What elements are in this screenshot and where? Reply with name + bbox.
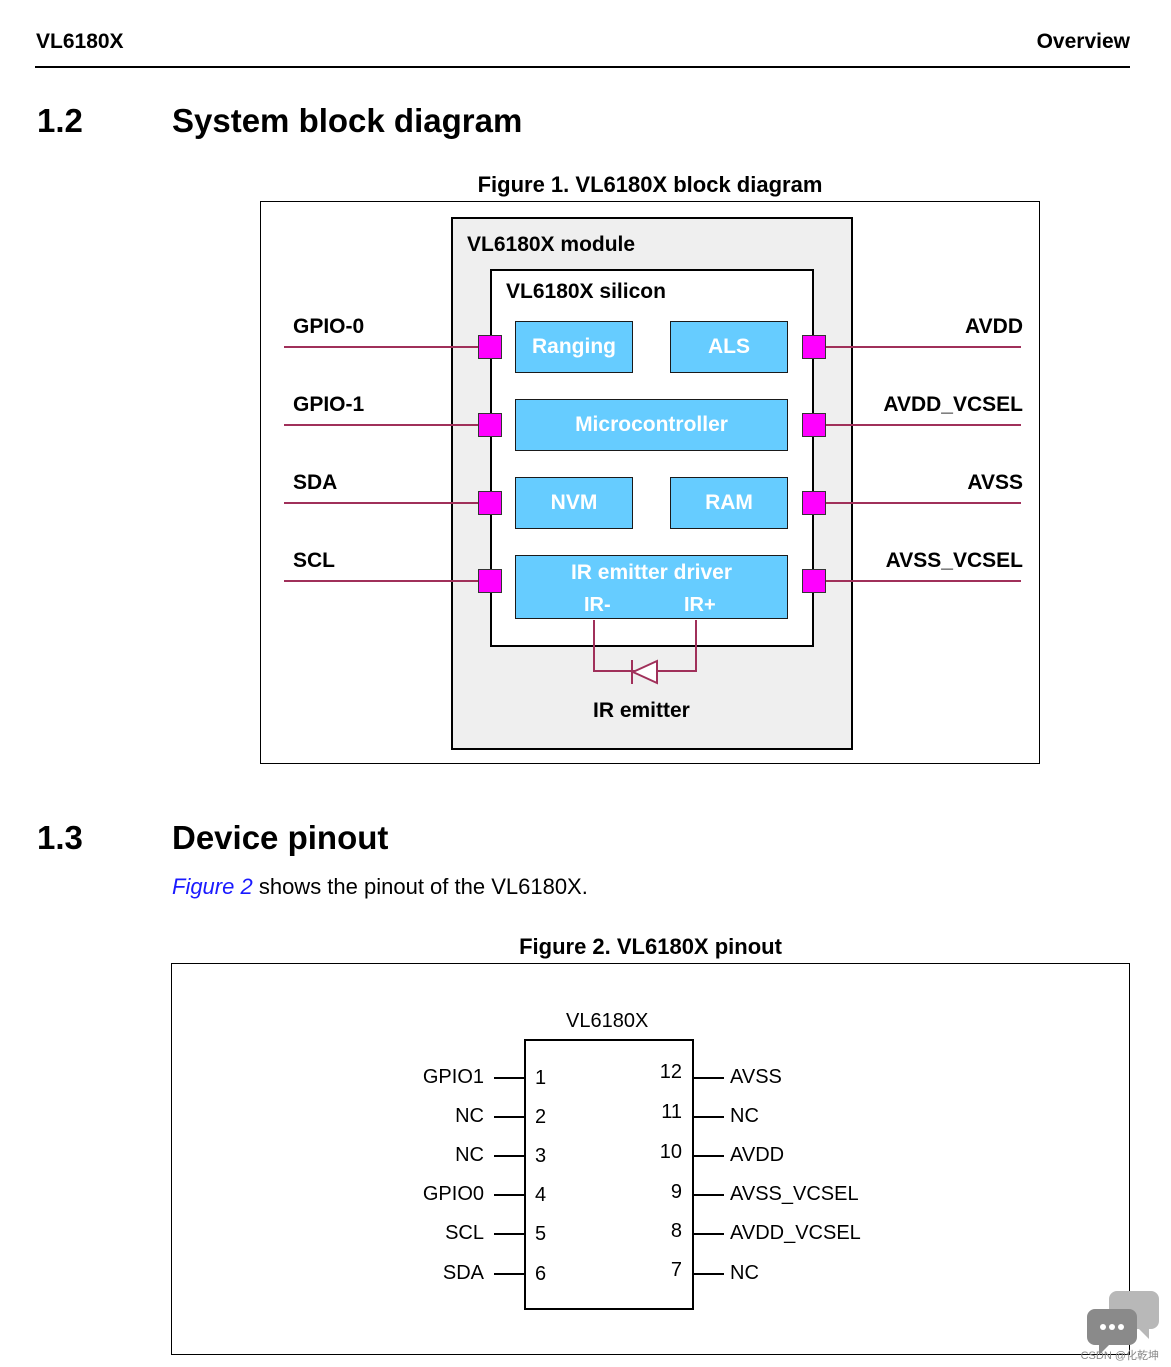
chip-label: VL6180X (566, 1010, 649, 1032)
pin-name-right: NC (730, 1105, 759, 1127)
gpio0-wire (284, 346, 478, 348)
ram-block: RAM (670, 477, 788, 529)
avss-vcsel-pad (802, 569, 826, 593)
pin-lead (494, 1077, 524, 1079)
pin-lead (494, 1233, 524, 1235)
doc-header-title: VL6180X (36, 30, 124, 53)
scl-pad (478, 569, 502, 593)
pin-lead (494, 1116, 524, 1118)
section-title: System block diagram (172, 102, 523, 139)
scl-wire (284, 580, 478, 582)
pin-lead (694, 1273, 724, 1275)
sda-pad (478, 491, 502, 515)
avss-signal: AVSS (967, 471, 1023, 494)
pin-lead (494, 1273, 524, 1275)
gpio1-wire (284, 424, 478, 426)
gpio0-signal: GPIO-0 (293, 315, 365, 338)
nvm-block: NVM (515, 477, 633, 529)
pin-name-left: SDA (442, 1262, 484, 1284)
chip-body (524, 1039, 694, 1310)
figure-frame (260, 201, 1040, 764)
pin-name-right: AVDD_VCSEL (730, 1222, 861, 1244)
pin-name-right: AVDD (730, 1144, 785, 1166)
avdd-signal: AVDD (965, 315, 1023, 338)
pin-name-right: AVSS_VCSEL (730, 1183, 859, 1205)
ir-plus-label: IR+ (684, 594, 716, 616)
intro-paragraph: Figure 2 shows the pinout of the VL6180X… (172, 874, 588, 900)
pin-number: 7 (670, 1259, 682, 1281)
chat-bubble-icon (1087, 1291, 1159, 1355)
avdd-wire (826, 346, 1021, 348)
avss-pad (802, 491, 826, 515)
als-block: ALS (670, 321, 788, 373)
ir-driver-block: IR emitter driver IR- IR+ (515, 555, 788, 619)
sda-wire (284, 502, 478, 504)
figure-caption: Figure 2. VL6180X pinout (519, 934, 782, 959)
figure-caption: Figure 1. VL6180X block diagram (477, 172, 823, 197)
watermark-text: CSDN @化乾坤 (1080, 1350, 1159, 1362)
pin-number: 12 (659, 1061, 682, 1083)
pin-number: 10 (659, 1141, 682, 1163)
figure-frame (171, 963, 1130, 1355)
gpio1-signal: GPIO-1 (293, 393, 365, 416)
scl-signal: SCL (293, 549, 335, 572)
pin-name-right: NC (730, 1262, 759, 1284)
gpio0-pad (478, 335, 502, 359)
module-label: VL6180X module (467, 233, 636, 256)
pin-lead (694, 1194, 724, 1196)
avdd-vcsel-wire (826, 424, 1021, 426)
header-rule (35, 66, 1130, 68)
avss-vcsel-signal: AVSS_VCSEL (885, 549, 1023, 572)
ir-emitter-label: IR emitter (593, 699, 690, 722)
section-title: Device pinout (172, 819, 389, 856)
pin-number: 1 (535, 1067, 547, 1089)
avdd-pad (802, 335, 826, 359)
avss-vcsel-wire (826, 580, 1021, 582)
silicon-label: VL6180X silicon (506, 280, 666, 303)
ir-driver-label: IR emitter driver (570, 561, 733, 584)
avdd-vcsel-signal: AVDD_VCSEL (883, 393, 1023, 416)
gpio1-pad (478, 413, 502, 437)
pin-lead (694, 1077, 724, 1079)
doc-header-section: Overview (1036, 30, 1130, 53)
pin-number: 4 (535, 1184, 547, 1206)
pin-number: 9 (670, 1181, 682, 1203)
pin-number: 2 (535, 1106, 547, 1128)
section-number: 1.3 (37, 819, 83, 856)
pin-number: 5 (535, 1223, 547, 1245)
avss-wire (826, 502, 1021, 504)
pin-name-right: AVSS (730, 1066, 782, 1088)
section-number: 1.2 (37, 102, 83, 139)
pin-number: 6 (535, 1263, 547, 1285)
pin-number: 11 (661, 1101, 682, 1123)
pin-number: 3 (535, 1145, 547, 1167)
microcontroller-block: Microcontroller (515, 399, 788, 451)
ranging-block: Ranging (515, 321, 633, 373)
pin-number: 8 (670, 1220, 682, 1242)
pin-name-left: NC (455, 1105, 484, 1127)
intro-text: shows the pinout of the VL6180X. (252, 874, 588, 899)
pin-lead (694, 1155, 724, 1157)
avdd-vcsel-pad (802, 413, 826, 437)
ir-emitter-diode (593, 620, 697, 685)
sda-signal: SDA (293, 471, 338, 494)
ir-minus-label: IR- (584, 594, 611, 616)
pin-lead (694, 1233, 724, 1235)
pin-lead (694, 1116, 724, 1118)
pin-lead (494, 1155, 524, 1157)
pin-name-left: GPIO0 (422, 1183, 484, 1205)
pin-lead (494, 1194, 524, 1196)
figure-2-link[interactable]: Figure 2 (172, 874, 253, 899)
pin-name-left: GPIO1 (422, 1066, 484, 1088)
pin-name-left: NC (455, 1144, 484, 1166)
pin-name-left: SCL (445, 1222, 484, 1244)
